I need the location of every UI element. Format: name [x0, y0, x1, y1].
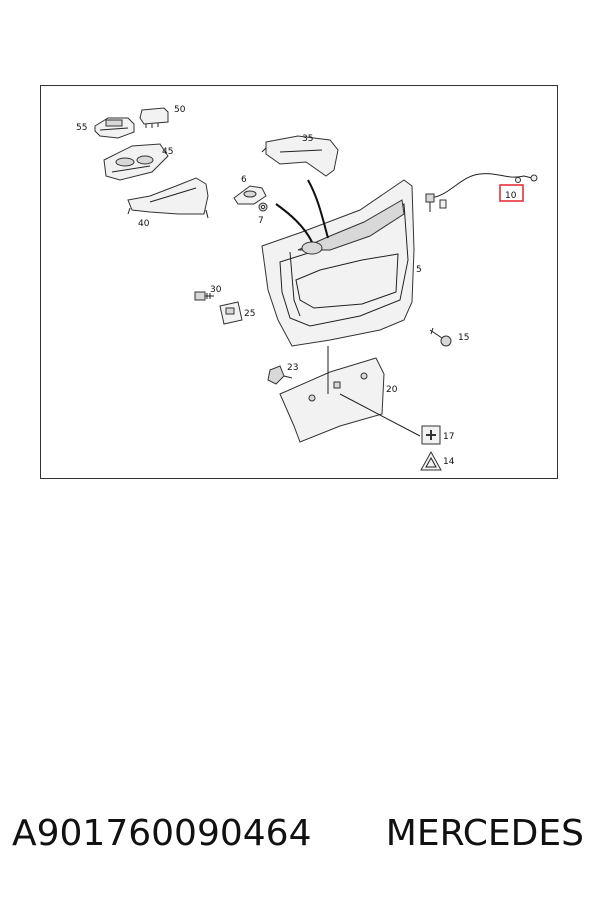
callout-30: 30: [210, 285, 222, 295]
part-17-first-aid-kit[interactable]: [421, 425, 441, 445]
callout-25: 25: [244, 309, 255, 319]
callout-40: 40: [138, 219, 150, 229]
part-6-door-handle[interactable]: [233, 185, 267, 205]
callout-10: 10: [505, 191, 517, 201]
part-10-wiring-harness[interactable]: [425, 173, 538, 212]
callout-6: 6: [241, 175, 247, 185]
part-55-switch-block[interactable]: [94, 117, 135, 139]
parts-diagram: 55 50 45 40 35 6 7: [40, 85, 558, 479]
callout-20: 20: [386, 385, 398, 395]
part-50-switch[interactable]: [139, 107, 169, 128]
callout-55: 55: [76, 123, 87, 133]
part-14-warning-triangle[interactable]: [420, 450, 442, 471]
part-25-bracket[interactable]: [219, 301, 243, 325]
leader-17: [339, 393, 421, 437]
callout-45: 45: [162, 147, 173, 157]
callout-35: 35: [302, 134, 313, 144]
callout-50: 50: [174, 105, 186, 115]
part-23-clip[interactable]: [267, 365, 293, 385]
callout-15: 15: [458, 333, 469, 343]
highlight-box-10: [499, 184, 524, 202]
part-5-door-trim-panel[interactable]: [261, 179, 415, 347]
caption-bar: A901760090464 MERCEDES: [0, 806, 600, 860]
part-30-screw[interactable]: [194, 291, 214, 301]
part-40-armrest[interactable]: [127, 177, 209, 219]
callout-14: 14: [443, 457, 455, 467]
part-20-map-pocket[interactable]: [279, 357, 385, 443]
callout-17: 17: [443, 432, 454, 442]
callout-7: 7: [258, 216, 264, 226]
callout-23: 23: [287, 363, 298, 373]
part-number: A901760090464: [12, 812, 312, 854]
part-35-pull-handle[interactable]: [261, 135, 339, 177]
brand-name: MERCEDES: [385, 812, 584, 854]
leader-35: [307, 179, 329, 239]
leader-6: [275, 203, 313, 243]
part-45-switch-panel[interactable]: [103, 143, 169, 181]
part-15-screw[interactable]: [429, 327, 452, 347]
callout-5: 5: [416, 265, 422, 275]
part-7-clip[interactable]: [258, 202, 268, 212]
